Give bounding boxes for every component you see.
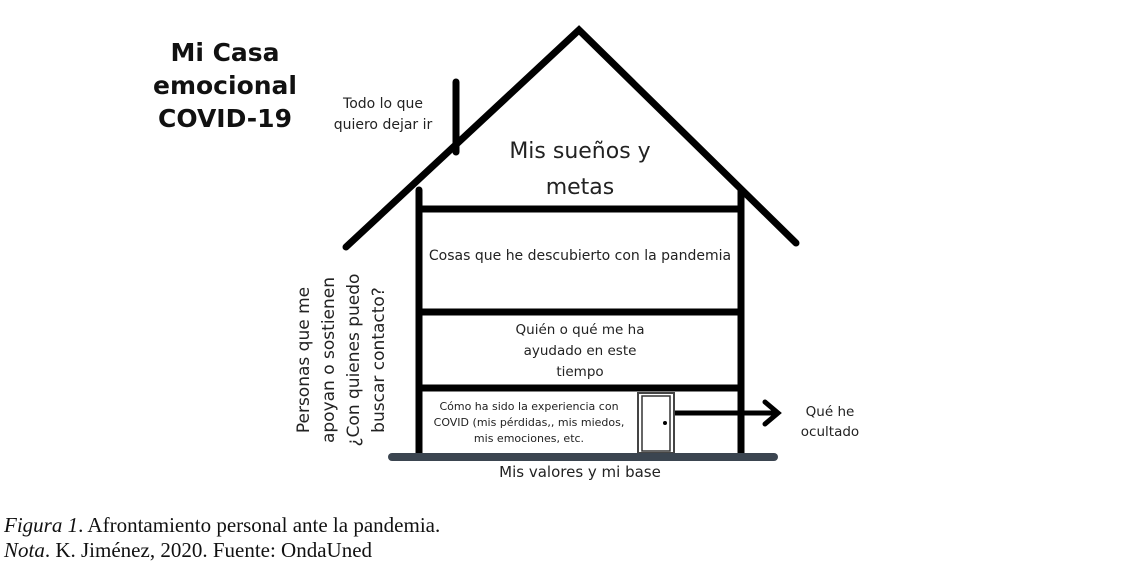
chimney-label: Todo lo que quiero dejar ir: [333, 96, 433, 133]
arrow-head: [762, 399, 782, 427]
door: [637, 392, 675, 454]
roof: [342, 25, 800, 251]
diagram-title: Mi Casa emocional COVID-19: [153, 38, 297, 133]
door-knob: [663, 421, 667, 425]
figure-caption: Figura 1. Afrontamiento personal ante la…: [4, 513, 441, 537]
floor-1-label: Quién o qué me ha ayudado en este tiempo: [515, 322, 645, 380]
door-label: Qué he ocultado: [800, 404, 860, 440]
ground-floor-label: Cómo ha sido la experiencia con COVID (m…: [433, 400, 625, 445]
figure-note: Nota. K. Jiménez, 2020. Fuente: OndaUned: [4, 538, 373, 562]
floor-2-label: Cosas que he descubierto con la pandemia: [428, 248, 732, 264]
base-label: Mis valores y mi base: [499, 463, 661, 481]
walls-label: Personas que me apoyan o sostienen ¿Con …: [294, 273, 389, 447]
roof-label: Mis sueños y metas: [509, 139, 651, 200]
